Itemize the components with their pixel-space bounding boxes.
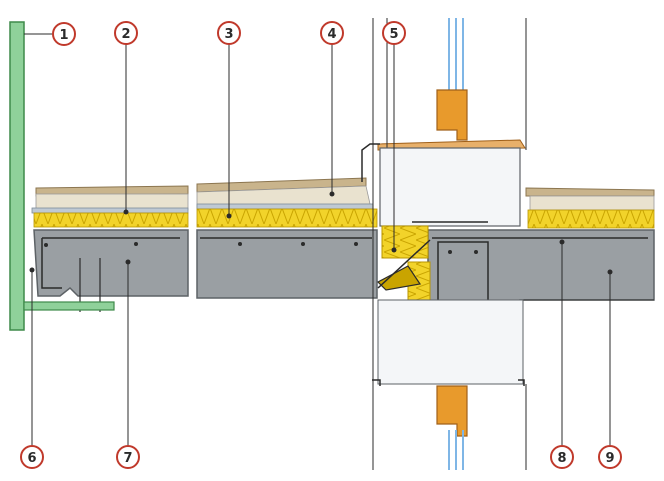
left-concrete-slab [33, 229, 189, 297]
callout-7: 7 [116, 445, 140, 469]
callout-2: 2 [114, 21, 138, 45]
lower-window-frame [372, 299, 527, 470]
right-screed-layer [529, 195, 655, 211]
facade-panel [9, 21, 25, 331]
upstand-flashing [361, 143, 380, 182]
callout-4: 4 [320, 21, 344, 45]
left-rebar-dot [134, 242, 138, 246]
callout-1: 1 [52, 22, 76, 46]
callout-5: 5 [382, 21, 406, 45]
middle-concrete-slab [196, 229, 378, 299]
callout-8: 8 [550, 445, 574, 469]
middle-slab-section [196, 177, 378, 299]
svg-text:9: 9 [605, 451, 614, 466]
connector-bar [377, 239, 431, 289]
svg-text:5: 5 [389, 27, 398, 42]
right-insulation-layer [527, 209, 655, 229]
svg-text:2: 2 [121, 27, 130, 42]
callout-6: 6 [20, 445, 44, 469]
svg-text:6: 6 [27, 451, 36, 466]
svg-text:4: 4 [327, 27, 336, 42]
upper-wood-frame [436, 89, 468, 141]
thermal-break-connector [377, 265, 422, 291]
right-finish-layer [525, 187, 655, 197]
lower-cavity [377, 299, 524, 385]
svg-text:8: 8 [557, 451, 566, 466]
right-rebar-dot [448, 250, 452, 254]
junction-insulation-top [381, 225, 429, 259]
middle-insulation-layer [196, 208, 378, 228]
left-insulation-layer [33, 212, 189, 228]
middle-rebar-dot [238, 242, 242, 246]
callout-3: 3 [217, 21, 241, 45]
middle-rebar-dot [354, 242, 358, 246]
left-rebar-loop [41, 238, 62, 289]
svg-text:3: 3 [224, 27, 233, 42]
left-slab-section [23, 185, 189, 312]
svg-text:7: 7 [123, 451, 132, 466]
lower-wood-frame [436, 385, 468, 437]
middle-rebar-dot [301, 242, 305, 246]
left-separation-layer [31, 207, 189, 214]
right-rebar-dot [474, 250, 478, 254]
leader-dots [29, 191, 613, 275]
left-rebar-dot [44, 243, 48, 247]
facade-bracket [23, 301, 115, 311]
lower-bracket [372, 379, 525, 386]
middle-separation-layer [196, 203, 374, 210]
svg-text:1: 1 [59, 28, 68, 43]
callout-9: 9 [598, 445, 622, 469]
leader-lines [24, 33, 611, 446]
threshold-box [379, 147, 521, 227]
